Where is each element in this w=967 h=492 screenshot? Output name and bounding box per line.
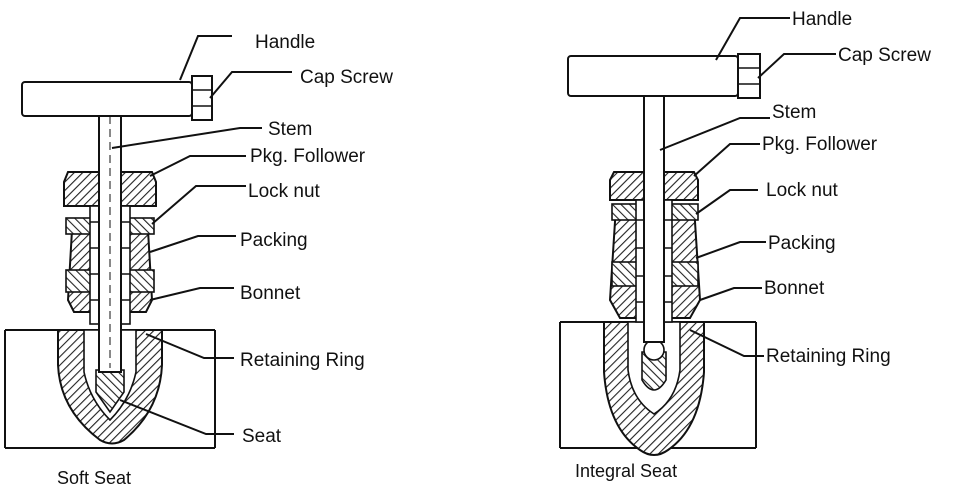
label-packing-right: Packing xyxy=(768,233,836,254)
label-stem-right: Stem xyxy=(772,102,816,123)
handle xyxy=(21,81,193,117)
label-packing-left: Packing xyxy=(240,230,308,251)
label-seat-left: Seat xyxy=(242,426,282,447)
label-retaining-ring-right: Retaining Ring xyxy=(766,346,891,367)
label-lock-nut-right: Lock nut xyxy=(766,180,839,201)
stem-right xyxy=(643,95,665,343)
label-handle-left: Handle xyxy=(255,32,315,53)
label-bonnet-right: Bonnet xyxy=(764,278,825,299)
cap-screw-right xyxy=(737,53,761,99)
caption-soft-seat: Soft Seat xyxy=(57,468,131,488)
caption-integral-seat: Integral Seat xyxy=(575,461,677,481)
integral-seat xyxy=(641,351,667,391)
handle-right xyxy=(567,55,739,97)
label-bonnet-left: Bonnet xyxy=(240,283,301,304)
cap-screw xyxy=(191,75,213,121)
label-handle-right: Handle xyxy=(792,9,852,30)
label-cap-screw-right: Cap Screw xyxy=(838,45,931,66)
label-stem-left: Stem xyxy=(268,119,312,140)
soft-seat-valve xyxy=(4,35,292,449)
label-pkg-follower-left: Pkg. Follower xyxy=(250,146,366,167)
label-cap-screw-left: Cap Screw xyxy=(300,67,393,88)
label-lock-nut-left: Lock nut xyxy=(248,181,321,202)
stem xyxy=(98,111,122,373)
label-retaining-ring-left: Retaining Ring xyxy=(240,350,365,371)
integral-seat-valve xyxy=(559,17,836,456)
label-pkg-follower-right: Pkg. Follower xyxy=(762,134,878,155)
